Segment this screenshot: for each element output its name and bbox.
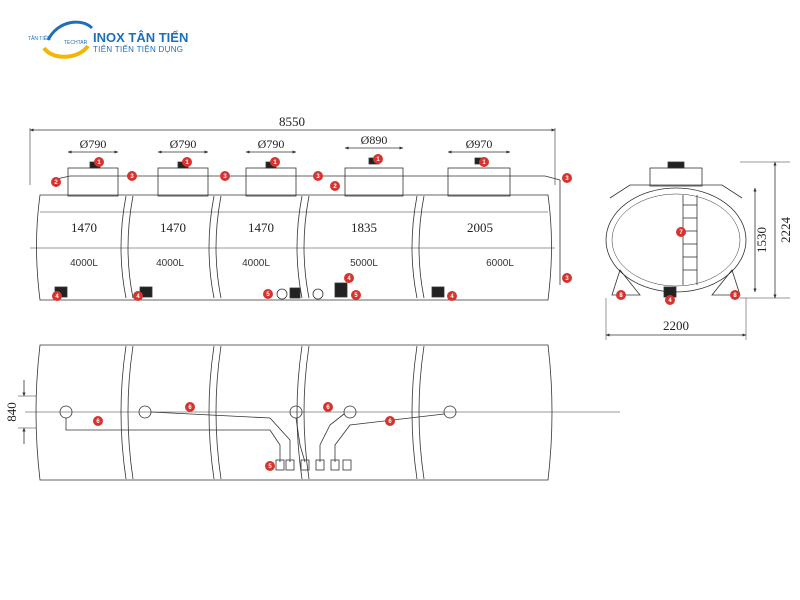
svg-text:3: 3 xyxy=(130,174,134,180)
marker-3-icon: 3 xyxy=(220,171,230,181)
manhole-diameter-5: Ø970 xyxy=(466,137,493,151)
svg-text:1: 1 xyxy=(97,160,101,166)
svg-text:3: 3 xyxy=(565,276,569,282)
marker-6-icon: 6 xyxy=(93,416,103,426)
logo-arc-icon xyxy=(42,44,90,59)
marker-3-icon: 3 xyxy=(562,273,572,283)
top-view xyxy=(18,344,620,481)
compartment-capacity-1: 4000L xyxy=(70,258,98,269)
svg-text:5: 5 xyxy=(354,293,358,299)
marker-6-icon: 6 xyxy=(185,402,195,412)
svg-text:1: 1 xyxy=(185,160,189,166)
svg-text:6: 6 xyxy=(326,405,330,411)
compartment-capacity-3: 4000L xyxy=(242,258,270,269)
marker-3-icon: 3 xyxy=(313,171,323,181)
tank-shell-side xyxy=(36,194,552,301)
compartment-capacity-4: 5000L xyxy=(350,258,378,269)
compartment-length-3: 1470 xyxy=(248,220,274,235)
svg-text:4: 4 xyxy=(668,298,672,304)
svg-text:4: 4 xyxy=(55,294,59,300)
side-view xyxy=(29,128,561,301)
svg-text:3: 3 xyxy=(316,174,320,180)
marker-4-icon: 4 xyxy=(133,291,143,301)
marker-4-icon: 4 xyxy=(52,291,62,301)
marker-4-icon: 4 xyxy=(447,291,457,301)
logo-brand: INOX TÂN TIẾN xyxy=(93,30,188,45)
svg-text:6: 6 xyxy=(388,419,392,425)
svg-text:1: 1 xyxy=(273,160,277,166)
manhole-diameter-3: Ø790 xyxy=(258,137,285,151)
marker-4-icon: 4 xyxy=(665,295,675,305)
svg-text:5: 5 xyxy=(266,292,270,298)
marker-1-icon: 1 xyxy=(373,154,383,164)
logo-swoosh-icon xyxy=(46,20,94,41)
svg-text:4: 4 xyxy=(450,294,454,300)
marker-1-icon: 1 xyxy=(94,157,104,167)
svg-text:6: 6 xyxy=(188,405,192,411)
svg-text:2: 2 xyxy=(333,184,337,190)
marker-8-icon: 8 xyxy=(616,290,626,300)
end-height-total-label: 2224 xyxy=(778,217,793,244)
marker-6-icon: 6 xyxy=(323,402,333,412)
tank-shell-top xyxy=(35,344,553,481)
marker-1-icon: 1 xyxy=(479,157,489,167)
manhole-diameter-2: Ø790 xyxy=(170,137,197,151)
end-height-body-label: 1530 xyxy=(754,227,769,253)
overall-length-label: 8550 xyxy=(279,114,305,129)
logo-mini-top: TÂN TIẾN xyxy=(28,35,51,42)
svg-text:4: 4 xyxy=(347,276,351,282)
marker-5-icon: 5 xyxy=(351,290,361,300)
compartment-length-1: 1470 xyxy=(71,220,97,235)
svg-text:5: 5 xyxy=(268,464,272,470)
compartment-capacity-5: 6000L xyxy=(486,258,514,269)
compartment-capacity-2: 4000L xyxy=(156,258,184,269)
svg-text:8: 8 xyxy=(733,293,737,299)
marker-2-icon: 2 xyxy=(51,177,61,187)
end-view xyxy=(605,161,790,340)
marker-5-icon: 5 xyxy=(263,289,273,299)
manhole-diameter-4: Ø890 xyxy=(361,133,388,147)
svg-text:4: 4 xyxy=(136,294,140,300)
marker-3-icon: 3 xyxy=(562,173,572,183)
svg-text:1: 1 xyxy=(376,157,380,163)
marker-1-icon: 1 xyxy=(182,157,192,167)
svg-text:6: 6 xyxy=(96,419,100,425)
svg-text:2: 2 xyxy=(54,180,58,186)
compartment-length-2: 1470 xyxy=(160,220,186,235)
company-logo: TÂN TIẾN TECHTAR INOX TÂN TIẾN TIÊN TIẾN… xyxy=(28,20,188,59)
marker-1-icon: 1 xyxy=(270,157,280,167)
tank-shell-end xyxy=(605,187,747,293)
compartment-length-4: 1835 xyxy=(351,220,377,235)
svg-text:8: 8 xyxy=(619,293,623,299)
marker-6-icon: 6 xyxy=(385,416,395,426)
end-width-label: 2200 xyxy=(663,318,689,333)
marker-2-icon: 2 xyxy=(330,181,340,191)
manhole-diameter-1: Ø790 xyxy=(80,137,107,151)
svg-text:1: 1 xyxy=(482,160,486,166)
marker-5-icon: 5 xyxy=(265,461,275,471)
top-width-label: 840 xyxy=(4,402,19,422)
compartment-length-5: 2005 xyxy=(467,220,493,235)
logo-tagline: TIÊN TIẾN TIỆN DỤNG xyxy=(93,44,183,54)
logo-mini-bottom: TECHTAR xyxy=(64,40,88,46)
svg-text:3: 3 xyxy=(223,174,227,180)
marker-4-icon: 4 xyxy=(344,273,354,283)
svg-text:7: 7 xyxy=(679,230,683,236)
marker-3-icon: 3 xyxy=(127,171,137,181)
svg-text:3: 3 xyxy=(565,176,569,182)
marker-8-icon: 8 xyxy=(730,290,740,300)
marker-7-icon: 7 xyxy=(676,227,686,237)
